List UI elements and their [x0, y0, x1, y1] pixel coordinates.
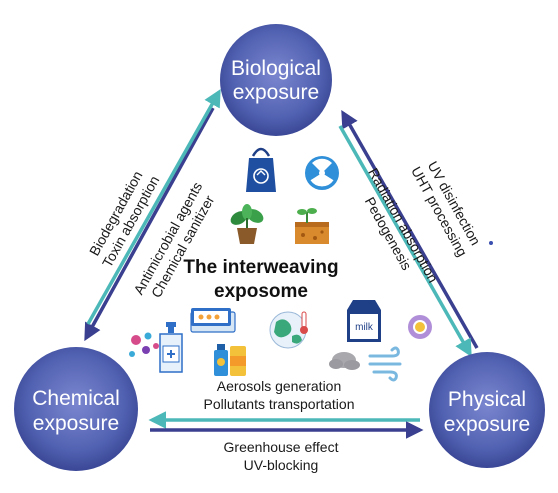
- arrow-bio-to-chem-dark: [84, 107, 215, 342]
- node-physical-circle: [429, 352, 545, 468]
- center-title-line2: exposome: [214, 281, 308, 302]
- sun-ring-icon: [408, 315, 432, 339]
- arrow-phys-to-bio-dark: [341, 109, 479, 349]
- arrow-chem-to-bio-teal: [86, 88, 221, 325]
- node-chemical-line1: Chemical: [32, 387, 120, 410]
- node-biological-line1: Biological: [231, 57, 321, 80]
- decorative-dot: [489, 241, 493, 245]
- radiation-icon: [305, 156, 339, 190]
- node-physical-line2: exposure: [444, 413, 530, 436]
- label-chem-phys-inner-2: Pollutants transportation: [204, 396, 355, 412]
- bacteria-icon: [129, 332, 159, 357]
- plant-pot-icon: [230, 204, 264, 244]
- arrows: [84, 88, 479, 439]
- label-chem-phys-inner-1: Aerosols generation: [217, 378, 342, 394]
- label-chem-phys-outer-1: Greenhouse effect: [224, 439, 339, 455]
- wind-icon: [368, 346, 402, 382]
- label-chem-phys-outer-2: UV-blocking: [244, 457, 319, 473]
- node-chemical-circle: [14, 347, 138, 471]
- sunscreen-icon: [214, 344, 246, 376]
- sanitizer-bottle-icon: [159, 322, 183, 373]
- node-physical: Physical exposure: [429, 352, 545, 468]
- smog-cloud-icon: [329, 352, 360, 370]
- node-biological-line2: exposure: [233, 81, 319, 104]
- soil-sprout-icon: [295, 208, 329, 244]
- node-biological-circle: [220, 24, 332, 136]
- node-chemical-line2: exposure: [33, 412, 119, 435]
- node-biological: Biological exposure: [220, 24, 332, 136]
- arrow-bio-to-phys-teal: [338, 125, 472, 358]
- milk-carton-icon: milk: [347, 300, 381, 342]
- milk-label: milk: [355, 322, 374, 333]
- recycle-bag-icon: [246, 147, 276, 192]
- center-title-line1: The interweaving: [183, 257, 338, 278]
- globe-thermometer-icon: [269, 311, 308, 349]
- node-physical-line1: Physical: [448, 388, 526, 411]
- node-chemical: Chemical exposure: [14, 347, 138, 471]
- pill-pack-icon: [190, 308, 236, 333]
